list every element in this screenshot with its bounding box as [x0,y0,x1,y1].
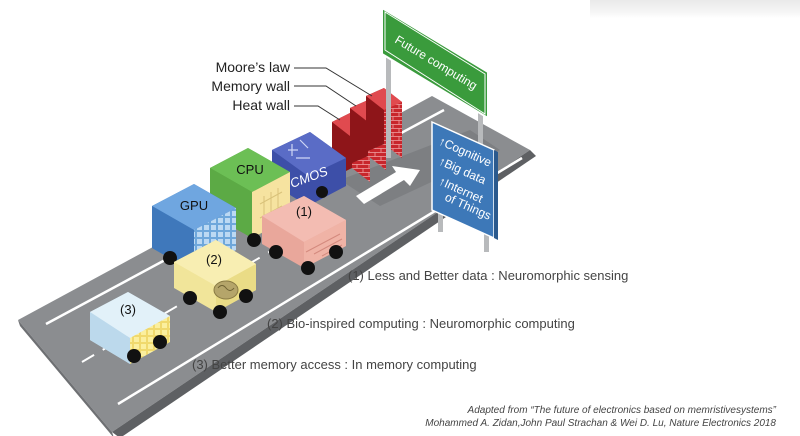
wall-labels: Moore’s law Memory wall Heat wall [211,59,373,121]
car-3-label: (3) [120,302,136,317]
caption-1: (1) Less and Better data : Neuromorphic … [348,268,629,283]
applications-sign: ↑Cognitive ↑Big data ↑Internet of Things [431,120,498,252]
car-1-label: (1) [296,204,312,219]
credit-line-2: Mohammed A. Zidan,John Paul Strachan & W… [425,418,776,429]
caption-3: (3) Better memory access : In memory com… [192,357,477,372]
cpu-label: CPU [236,162,263,177]
moores-law-label: Moore’s law [216,59,291,75]
page-corner-shade [590,0,800,18]
car-1-sensing: (1) [262,196,346,275]
gpu-label: GPU [180,198,208,213]
caption-2: (2) Bio-inspired computing : Neuromorphi… [267,316,575,331]
car-2-neuromorphic: (2) [174,240,256,319]
heat-wall-label: Heat wall [232,97,290,113]
credit-line-1: Adapted from “The future of electronics … [467,405,776,416]
cmos-car: CMOS [272,132,346,206]
car-2-label: (2) [206,252,222,267]
car-3-memory: (3) [90,292,170,364]
memory-wall-label: Memory wall [211,78,290,94]
